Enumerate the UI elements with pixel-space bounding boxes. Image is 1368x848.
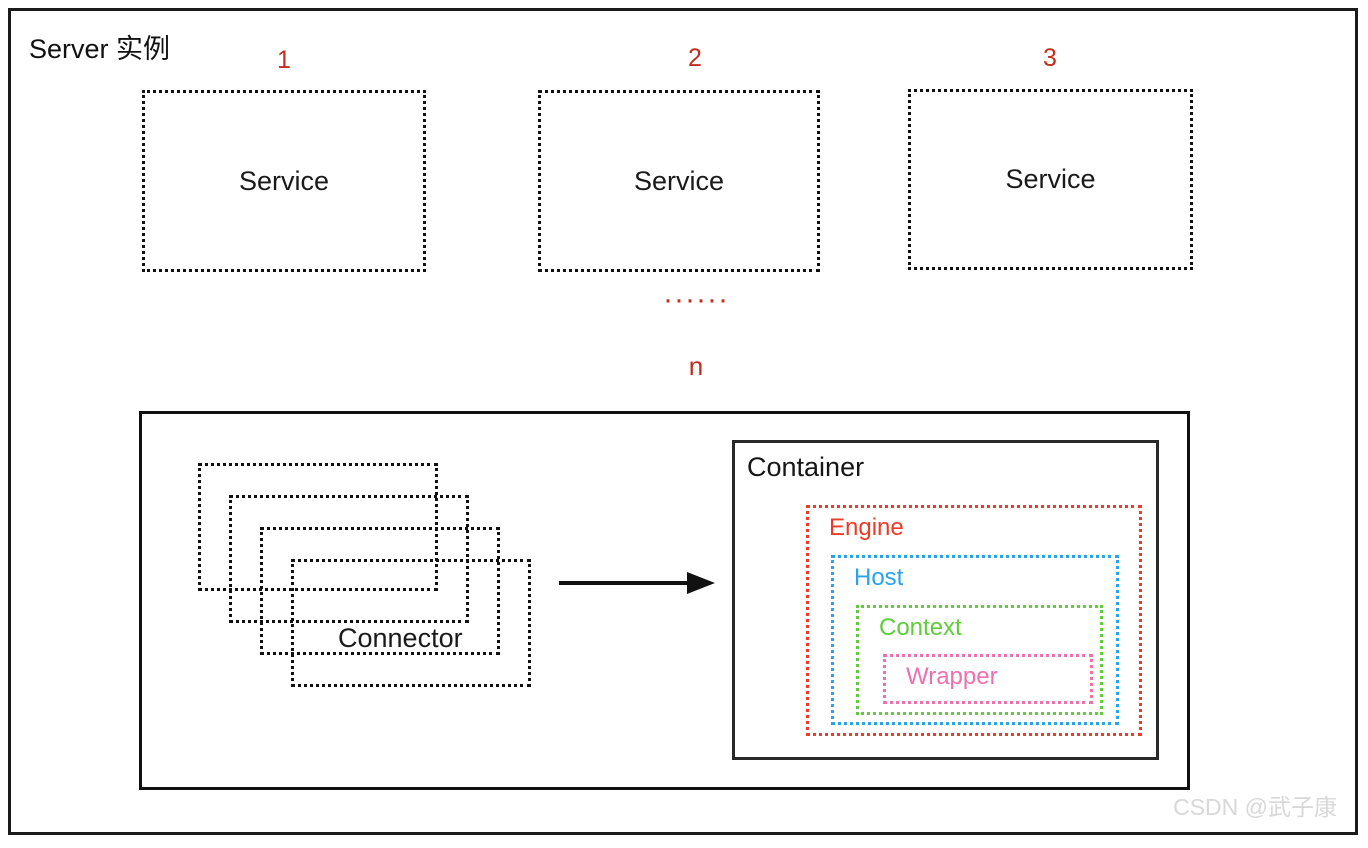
context-box[interactable]: Context xyxy=(856,605,1103,715)
connector-stack[interactable]: Connector xyxy=(198,463,538,713)
service-index-3: 3 xyxy=(1043,44,1057,72)
arrow-right-icon xyxy=(559,567,717,599)
service-count-n-label: n xyxy=(688,351,704,381)
connector-box-3[interactable] xyxy=(260,527,500,655)
container-box[interactable]: Container xyxy=(732,440,1159,760)
service-index-2: 2 xyxy=(688,44,702,72)
connector-box-4[interactable] xyxy=(291,559,531,687)
connector-label: Connector xyxy=(338,623,463,653)
engine-label: Engine xyxy=(829,514,904,541)
service-box-3[interactable]: Service xyxy=(908,89,1193,270)
page-title: Server 实例 xyxy=(29,34,171,64)
context-label: Context xyxy=(879,614,962,641)
service-box-1[interactable]: Service xyxy=(142,90,426,272)
service-label-2: Service xyxy=(633,165,725,196)
service-index-1: 1 xyxy=(277,46,291,74)
service-ellipsis: ······ xyxy=(663,283,729,316)
host-label: Host xyxy=(854,564,904,591)
service-box-2[interactable]: Service xyxy=(538,90,820,272)
wrapper-label: Wrapper xyxy=(906,663,998,690)
wrapper-box[interactable]: Wrapper xyxy=(883,654,1093,704)
engine-box[interactable]: Engine xyxy=(806,505,1142,736)
service-label-1: Service xyxy=(238,165,330,196)
outer-frame: Server 实例 1 2 3 Service Service Service … xyxy=(8,8,1358,835)
service-label-3: Service xyxy=(1005,164,1096,194)
host-box[interactable]: Host xyxy=(831,555,1119,725)
watermark: CSDN @武子康 xyxy=(1173,794,1337,820)
container-label: Container xyxy=(747,452,865,482)
